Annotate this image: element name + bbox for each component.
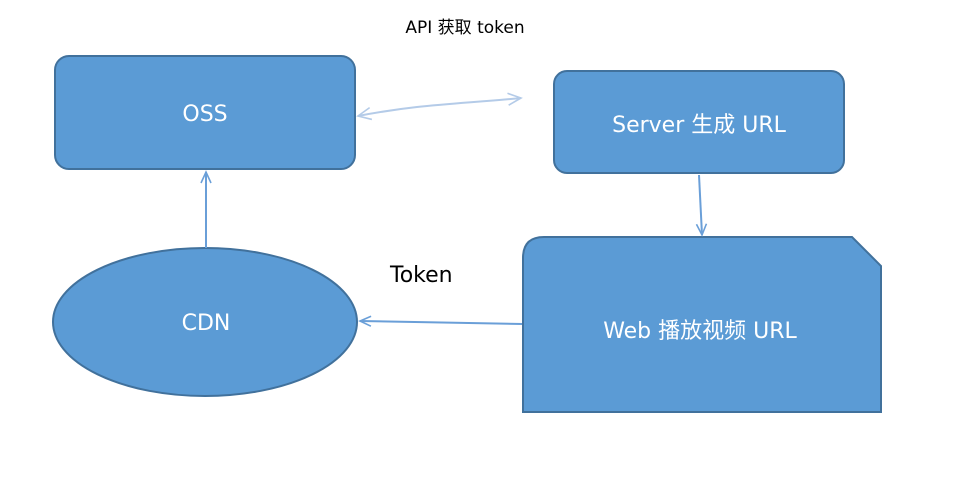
diagram-title: API 获取 token	[405, 18, 524, 38]
server-label: Server 生成 URL	[612, 113, 787, 138]
oss-server-link	[356, 92, 523, 121]
server-box	[553, 70, 845, 174]
server-to-web-arrow	[695, 174, 708, 237]
cdn-label: CDN	[182, 311, 231, 336]
web-label: Web 播放视频 URL	[603, 319, 797, 344]
web-to-cdn-label: Token	[389, 263, 453, 288]
web-shape	[522, 236, 882, 413]
cdn-node: CDN	[52, 247, 358, 397]
web-to-cdn-arrow	[358, 315, 523, 327]
server-node: Server 生成 URL	[553, 70, 845, 174]
oss-box	[54, 55, 356, 170]
oss-node: OSS	[54, 55, 356, 170]
oss-label: OSS	[182, 102, 227, 127]
web-node: Web 播放视频 URL	[522, 236, 882, 413]
